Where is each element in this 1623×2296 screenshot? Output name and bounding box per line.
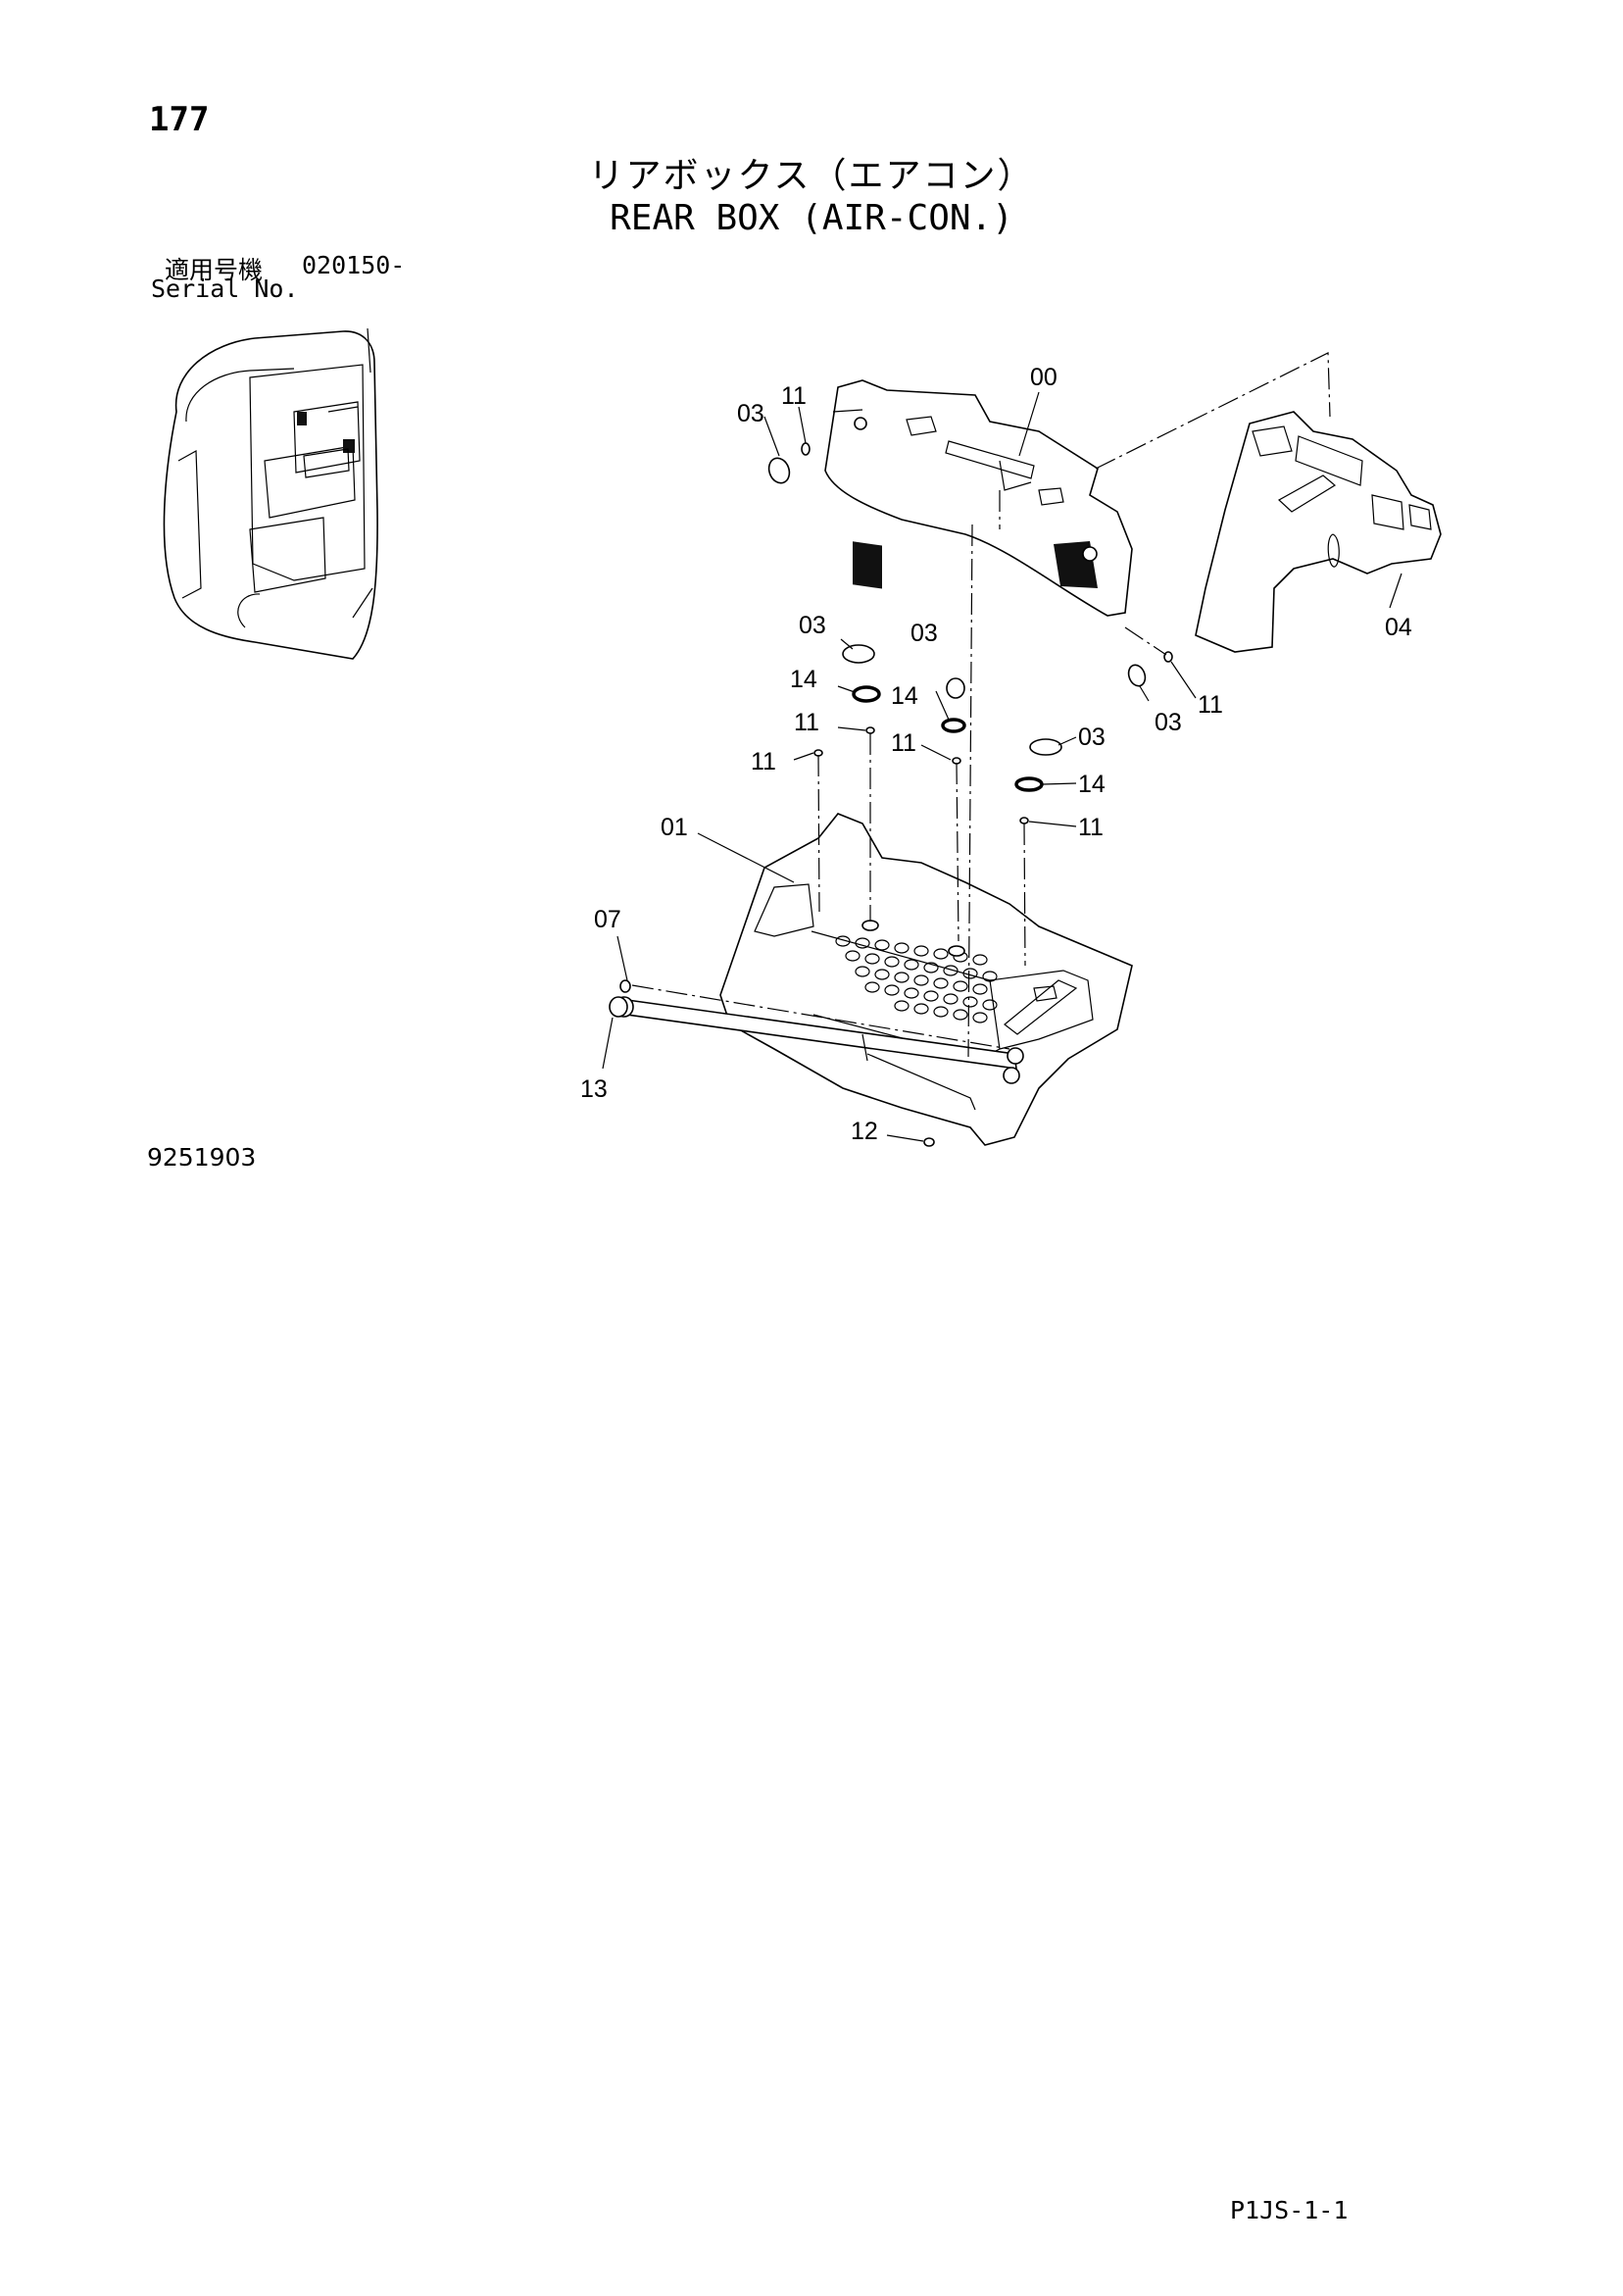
- grommet-14-c: [1014, 776, 1044, 792]
- figure-number: 9251903: [147, 1143, 257, 1172]
- callout-01: 01: [661, 814, 688, 841]
- callout-03-b: 03: [910, 620, 938, 647]
- page-code: P1JS-1-1: [1230, 2196, 1349, 2224]
- part-00-upper-panel: [824, 379, 1133, 617]
- callout-11-f: 11: [1198, 691, 1223, 719]
- title-japanese: リアボックス（エアコン）: [588, 156, 1035, 196]
- screw-11-top-left: [801, 442, 811, 456]
- grommet-14-b: [941, 718, 966, 733]
- part-07-13-stay-rod: [609, 979, 1024, 1111]
- callout-13: 13: [580, 1075, 608, 1103]
- serial-number: 020150-: [302, 251, 406, 279]
- callout-14-a: 14: [790, 666, 817, 693]
- leader-lines: [602, 391, 1402, 1142]
- callout-11-b: 11: [794, 709, 819, 736]
- grommet-14-a: [852, 685, 881, 703]
- cap-03-d: [1127, 664, 1147, 687]
- cap-03-b: [946, 677, 965, 699]
- page-number: 177: [149, 100, 210, 139]
- assembly-lines: [631, 352, 1331, 1058]
- cap-03-a: [842, 644, 875, 664]
- part-01-lower-box: [719, 813, 1133, 1146]
- small-parts: [767, 442, 1173, 1147]
- callout-03-top-left: 03: [737, 400, 764, 427]
- callout-03-c: 03: [1078, 724, 1106, 751]
- callout-11-c: 11: [751, 748, 776, 775]
- callout-11-d: 11: [891, 729, 916, 757]
- screw-11-e: [1019, 817, 1029, 824]
- serial-label-japanese: 適用号機: [165, 256, 264, 284]
- callout-03-a: 03: [799, 612, 826, 639]
- part-04-bracket: [1195, 411, 1442, 653]
- cap-03-top-left: [767, 457, 791, 484]
- callout-14-c: 14: [1078, 771, 1106, 798]
- screw-12: [923, 1137, 935, 1147]
- callout-07: 07: [594, 906, 621, 933]
- screw-11-b: [865, 726, 875, 734]
- callout-00: 00: [1030, 364, 1057, 391]
- callouts: 00 03 11 04 03 03 14 14 11 11 11 03 11 0…: [580, 364, 1412, 1145]
- callout-11-e: 11: [1078, 814, 1104, 841]
- cap-03-c: [1029, 738, 1062, 756]
- cab-overview-thumbnail: [163, 327, 378, 660]
- callout-12: 12: [851, 1118, 878, 1145]
- callout-11-top-left: 11: [781, 382, 807, 410]
- callout-03-d: 03: [1155, 709, 1182, 736]
- serial-label-english: Serial No.: [151, 275, 299, 303]
- screw-11-f: [1163, 651, 1173, 663]
- title-english: REAR BOX (AIR-CON.): [610, 198, 1013, 238]
- callout-14-b: 14: [891, 682, 918, 710]
- callout-04: 04: [1385, 614, 1412, 641]
